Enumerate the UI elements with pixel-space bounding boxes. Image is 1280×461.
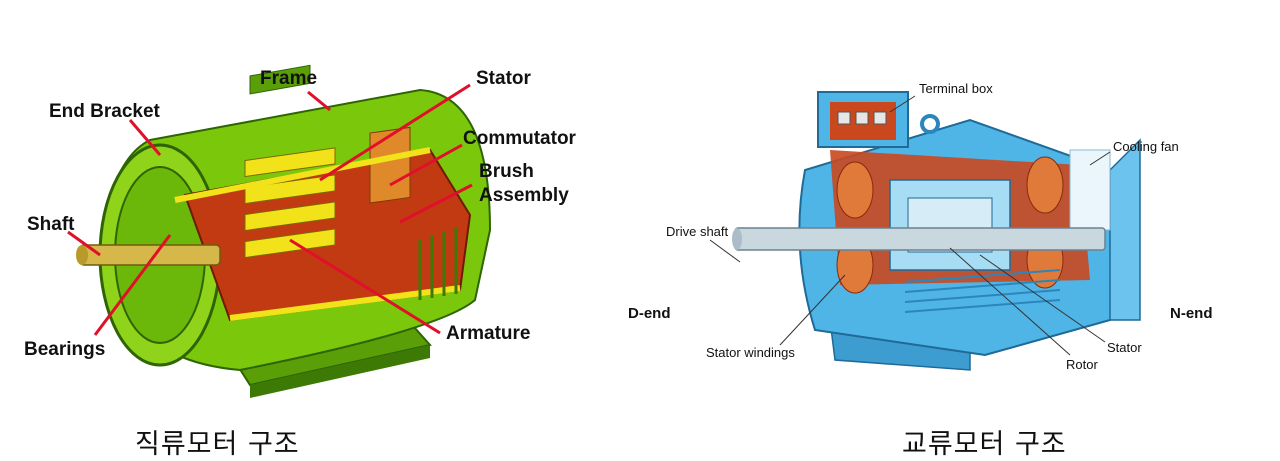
label-bearings: Bearings — [24, 339, 106, 360]
label-rotor: Rotor — [1066, 357, 1098, 372]
label-n-end: N-end — [1170, 305, 1213, 322]
dc-motor-illustration — [67, 64, 492, 398]
ac-motor-illustration — [709, 91, 1141, 371]
label-assembly: Assembly — [479, 185, 569, 206]
label-brush: Brush — [479, 161, 534, 182]
label-end-bracket: End Bracket — [49, 101, 160, 122]
label-terminal-box: Terminal box — [919, 81, 993, 96]
label-commutator: Commutator — [463, 128, 576, 149]
label-stator-windings: Stator windings — [706, 345, 795, 360]
label-armature: Armature — [446, 323, 531, 344]
ac-motor-caption: 교류모터 구조 — [902, 429, 1067, 460]
label-shaft: Shaft — [27, 214, 75, 235]
dc-motor-caption: 직류모터 구조 — [135, 429, 300, 460]
label-frame: Frame — [260, 68, 318, 89]
label-drive-shaft: Drive shaft — [666, 224, 729, 239]
label-cooling-fan: Cooling fan — [1113, 139, 1179, 154]
ac-motor-panel: Terminal box Cooling fan Drive shaft D-e… — [628, 0, 1280, 461]
label-d-end: D-end — [628, 305, 671, 322]
dc-motor-panel: Frame Stator End Bracket Commutator Brus… — [24, 64, 576, 460]
label-stator: Stator — [1107, 340, 1142, 355]
label-stator: Stator — [476, 68, 531, 89]
